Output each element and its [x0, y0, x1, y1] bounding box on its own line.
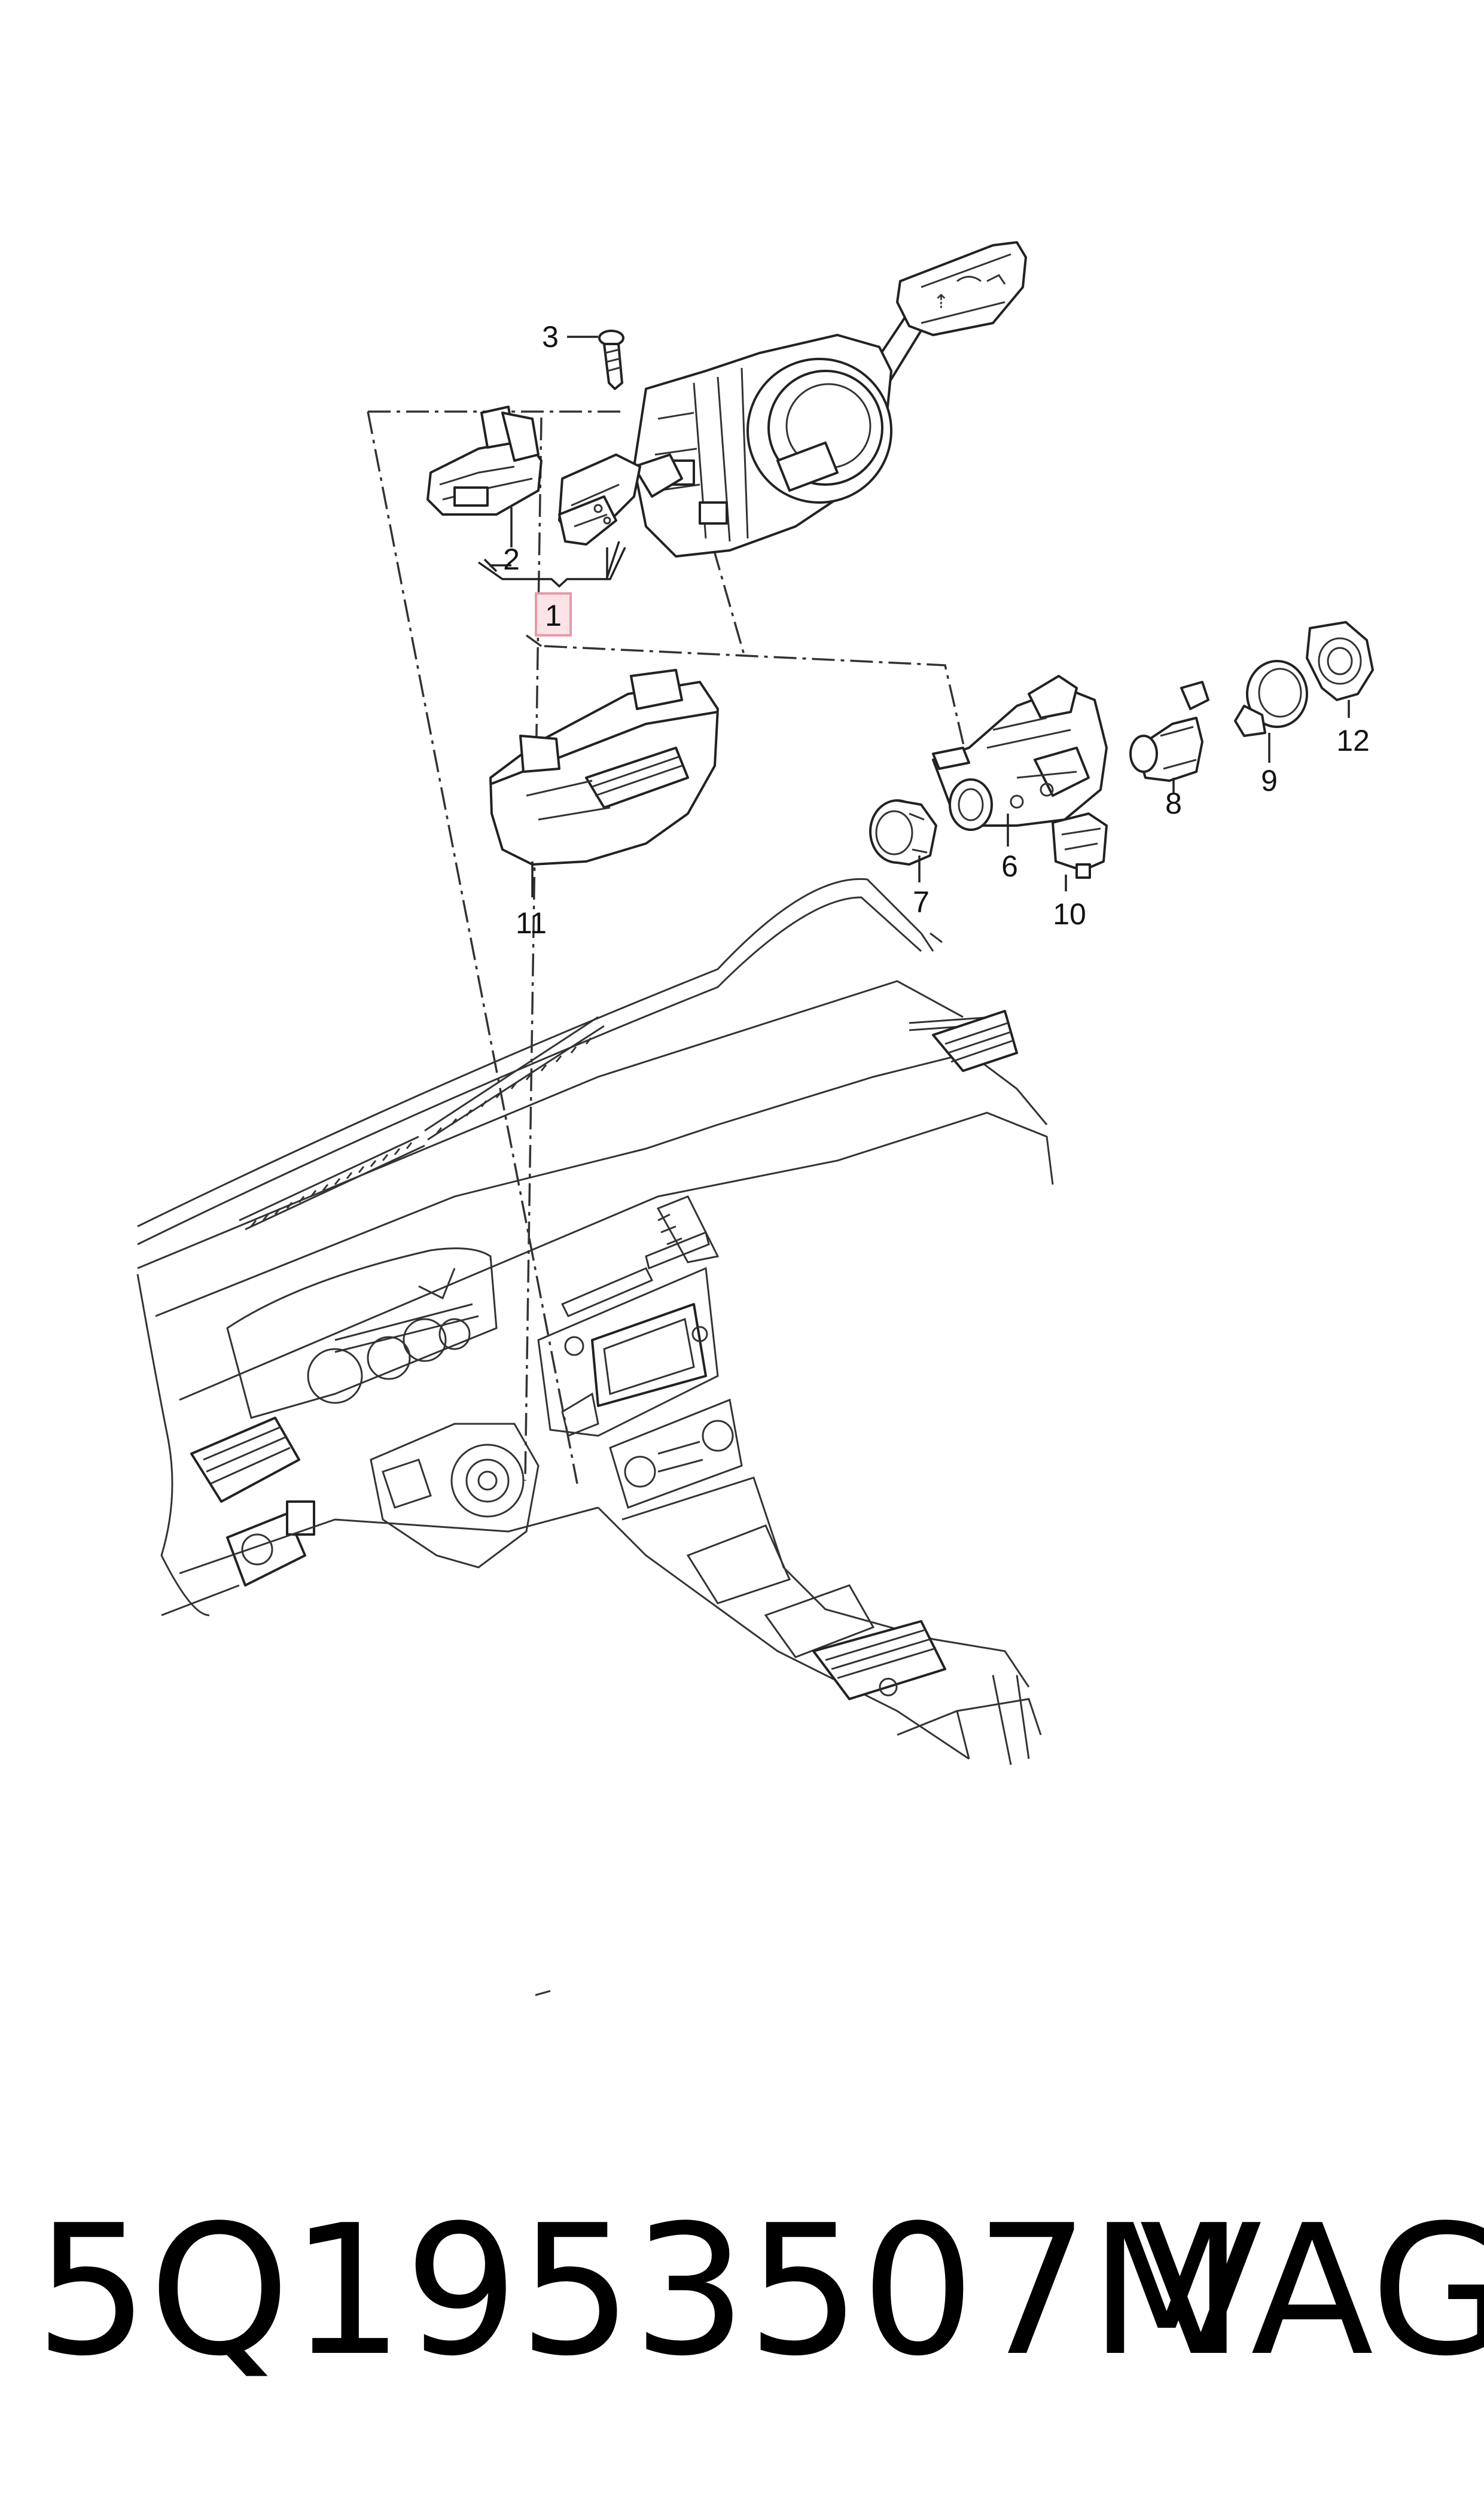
lock-insert-part-8	[1129, 681, 1209, 782]
svg-text:⇡: ⇡	[933, 290, 949, 313]
ignition-lock-part-6	[932, 675, 1108, 831]
callout-9[interactable]: 9	[1261, 764, 1278, 797]
brand-name: VAG	[1139, 2187, 1484, 2395]
part-number: 5Q1953507M	[35, 2187, 1244, 2395]
callout-labels: 1 2 3 6 7 8 9 10 11 12	[503, 320, 1370, 940]
callout-8[interactable]: 8	[1165, 787, 1182, 820]
steering-column-switch-part-1: ⇡	[558, 241, 1027, 558]
callout-11[interactable]: 11	[516, 906, 547, 940]
callout-3[interactable]: 3	[542, 320, 559, 354]
callout-12[interactable]: 12	[1336, 724, 1370, 757]
screw-part-3	[598, 330, 624, 390]
connector-part-2	[426, 406, 543, 516]
stray-mark	[535, 1990, 551, 1996]
callout-1[interactable]: 1	[545, 599, 562, 632]
ring-part-9	[1234, 660, 1308, 737]
switch-part-10	[1052, 812, 1108, 879]
trim-ring-part-12	[1306, 621, 1374, 701]
group-bracket	[477, 507, 626, 588]
callout-7[interactable]: 7	[913, 885, 930, 919]
callout-10[interactable]: 10	[1053, 897, 1086, 931]
dashboard-illustration	[136, 878, 1054, 1765]
callout-leaders	[531, 336, 1350, 897]
callout-2[interactable]: 2	[503, 543, 520, 576]
lock-cylinder-part-7	[869, 799, 937, 866]
callout-highlight-box	[535, 592, 572, 637]
control-module-part-11	[489, 669, 719, 866]
callout-6[interactable]: 6	[1001, 850, 1018, 883]
